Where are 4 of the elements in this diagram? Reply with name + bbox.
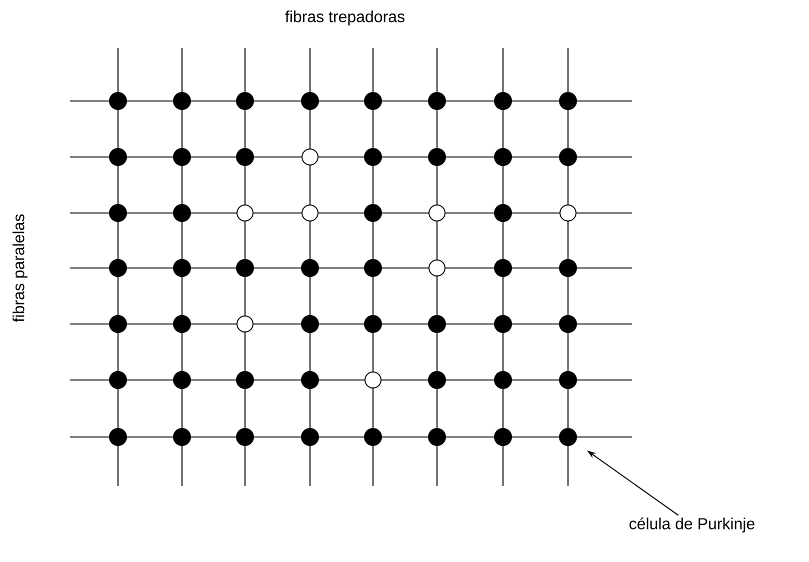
axis-label: fibras paralelas bbox=[12, 214, 28, 322]
axis-label: fibras trepadoras bbox=[285, 10, 404, 26]
cell-dot bbox=[559, 428, 577, 446]
callout-text: célula de Purkinje bbox=[630, 517, 754, 533]
